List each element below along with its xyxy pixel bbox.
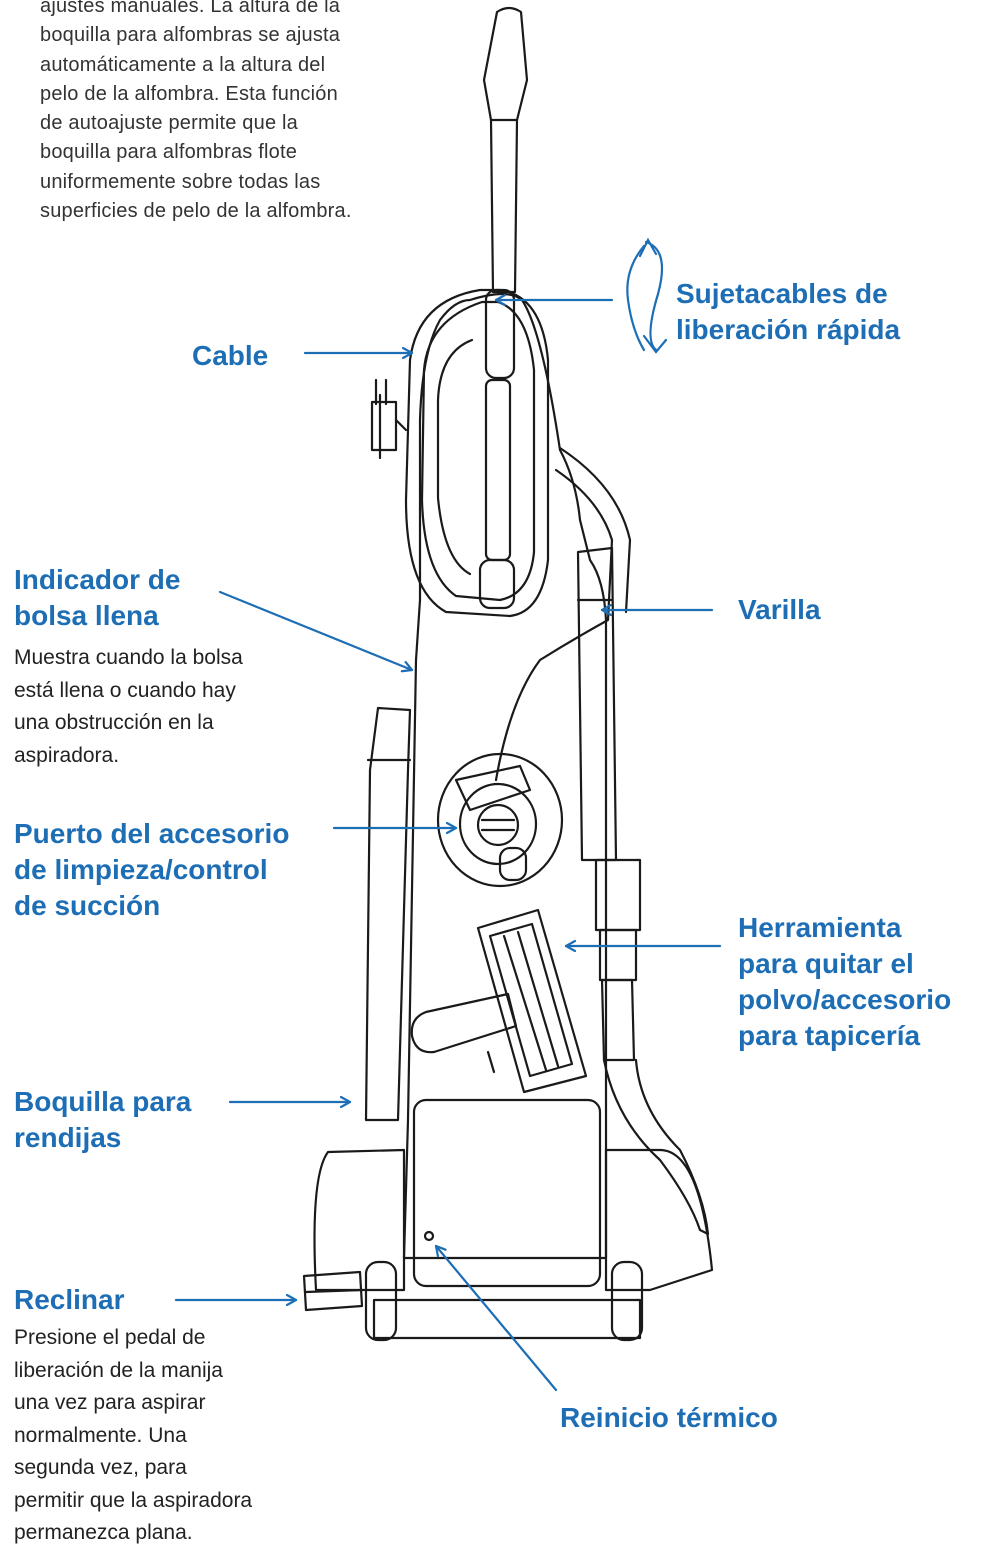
label-varilla: Varilla	[738, 594, 821, 625]
rotate-arrows-icon	[638, 237, 668, 354]
label-puerto: Puerto del accesorio de limpieza/control…	[14, 818, 290, 921]
label-indicador: Indicador de bolsa llena	[14, 564, 181, 631]
arrow-reinicio	[434, 1244, 558, 1392]
indicador-description: Muestra cuando la bolsa está llena o cua…	[14, 646, 243, 767]
label-herramienta: Herramienta para quitar el polvo/accesor…	[738, 912, 952, 1051]
vacuum-illustration	[302, 6, 714, 1342]
label-reclinar: Reclinar	[14, 1284, 125, 1315]
label-sujetacables: Sujetacables de liberación rápida	[676, 278, 901, 345]
label-reinicio: Reinicio térmico	[560, 1402, 778, 1433]
label-boquilla: Boquilla para rendijas	[14, 1086, 192, 1153]
label-cable: Cable	[192, 340, 269, 371]
intro-text: ajustes manuales. La altura de la boquil…	[40, 0, 352, 223]
reclinar-description: Presione el pedal de liberación de la ma…	[14, 1326, 253, 1544]
callout-arrows	[174, 237, 722, 1392]
arrow-indicador	[218, 590, 414, 670]
